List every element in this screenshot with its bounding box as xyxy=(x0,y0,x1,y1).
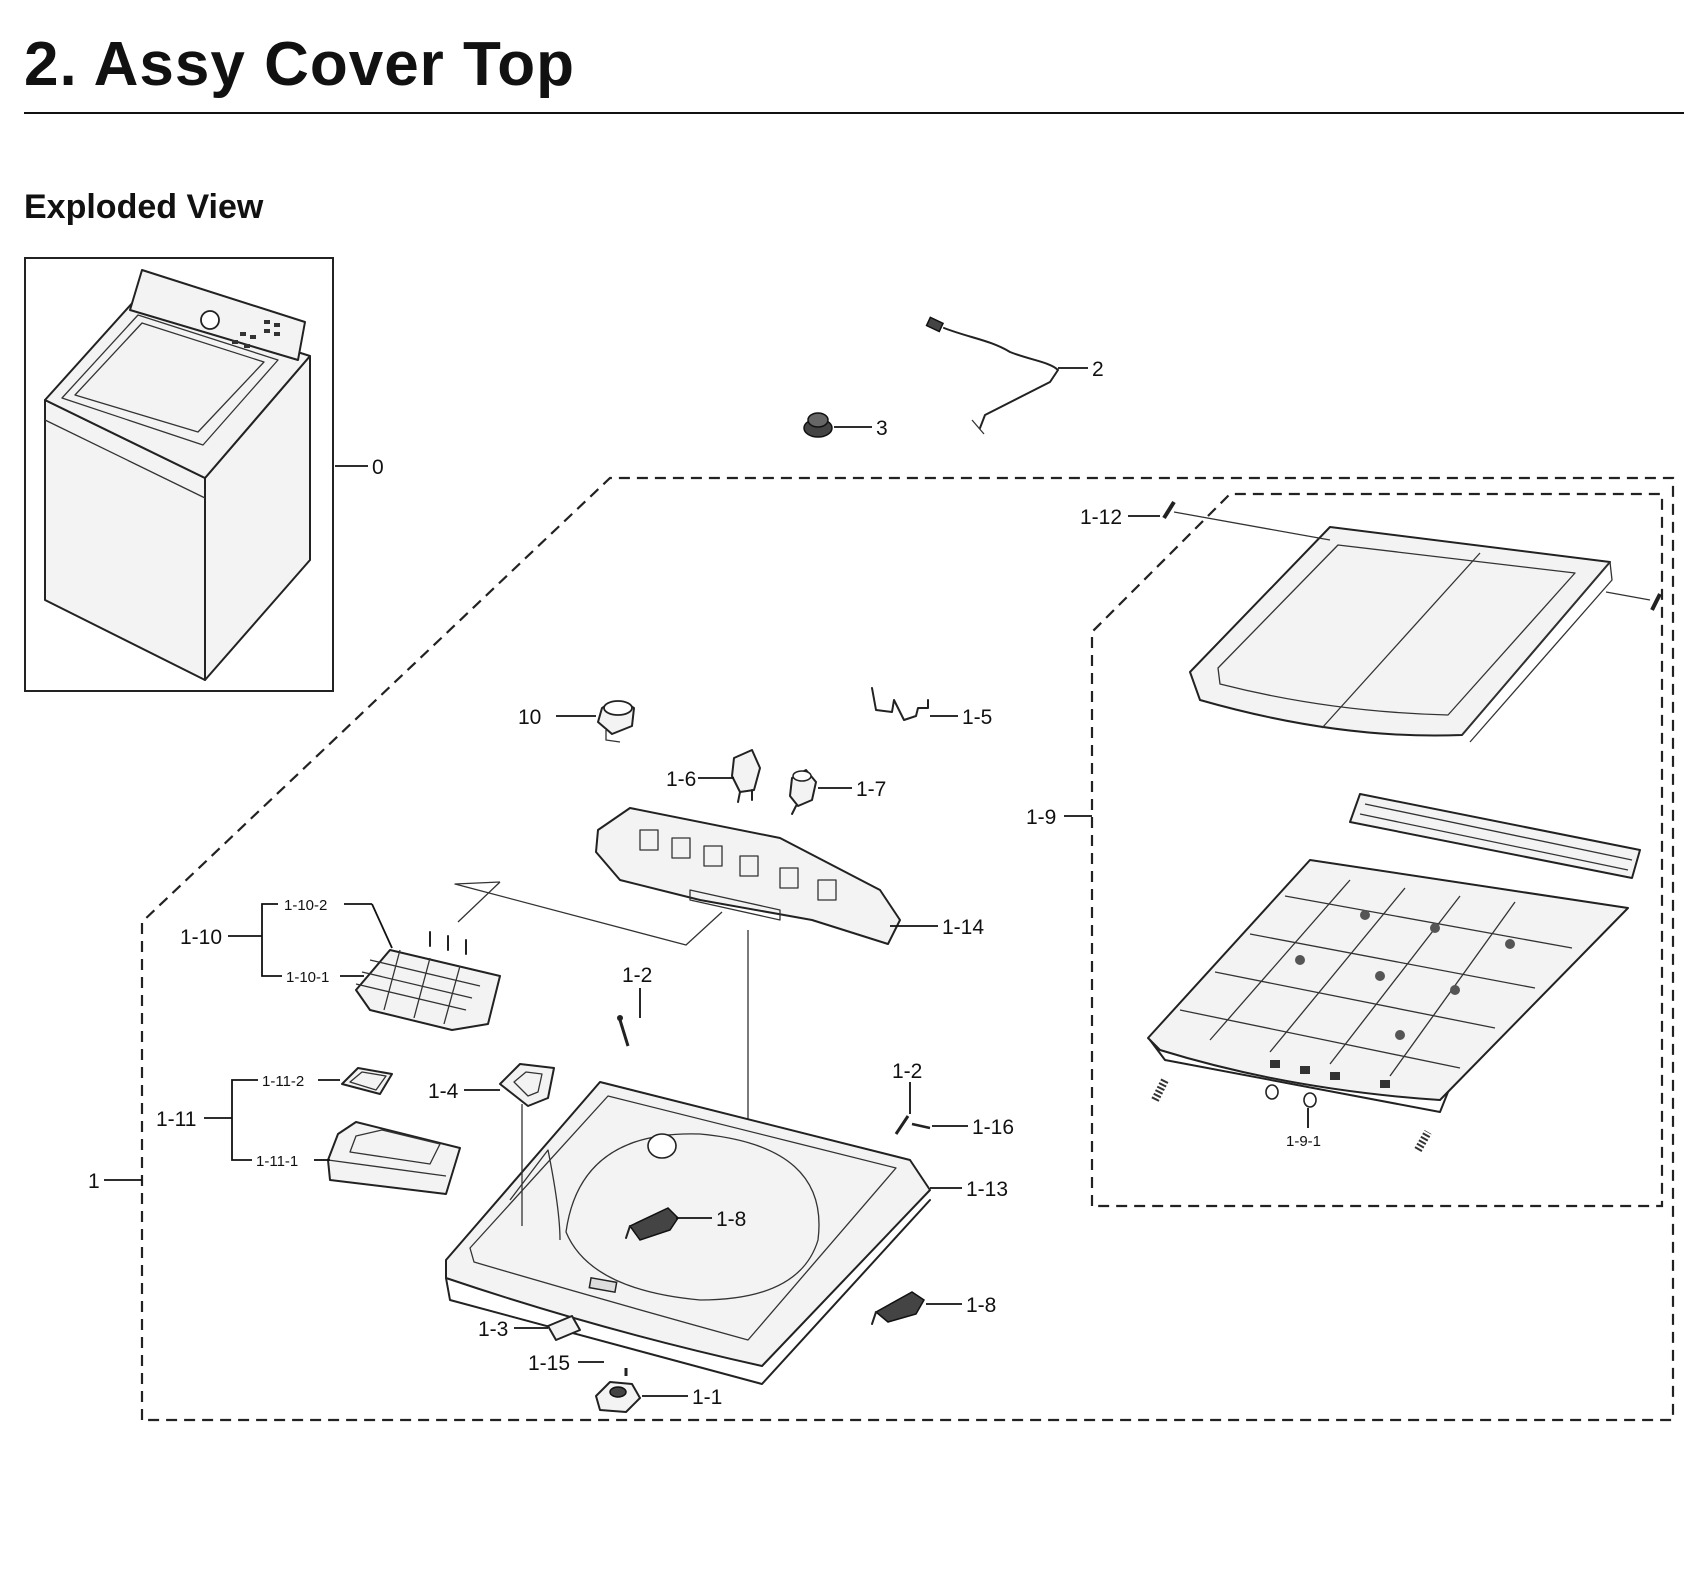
assembly-link-line-2 xyxy=(457,881,501,923)
power-cord xyxy=(925,316,1059,435)
lid-spring-left xyxy=(1151,1078,1169,1102)
screw-lower xyxy=(894,1082,911,1135)
callout-1-11: 1-11 xyxy=(156,1108,196,1131)
callout-1-12: 1-12 xyxy=(1080,506,1122,529)
callout-1-10-2: 1-10-2 xyxy=(284,897,327,914)
lid-spring-right xyxy=(1414,1130,1432,1152)
lid-bumper-1-9-1 xyxy=(1265,1084,1317,1128)
clip-part xyxy=(547,1315,581,1341)
bracket-1-10 xyxy=(228,903,393,977)
screw-upper xyxy=(617,1015,630,1047)
dispenser-cap-part xyxy=(597,700,635,743)
callout-1-8-outer: 1-8 xyxy=(966,1294,996,1317)
bolt-part xyxy=(911,1122,931,1130)
callout-0: 0 xyxy=(372,456,384,479)
detergent-dispenser-part xyxy=(355,931,501,1031)
washer-overview-inset xyxy=(24,257,334,692)
callout-1-3: 1-3 xyxy=(478,1318,508,1341)
callout-1-9: 1-9 xyxy=(1026,806,1056,829)
lid-assembly-boundary xyxy=(1090,492,1664,1208)
latch-part xyxy=(595,1381,641,1413)
bleach-cap-part xyxy=(499,1063,555,1226)
callout-1-5: 1-5 xyxy=(962,706,992,729)
lid-hinge-bar xyxy=(1349,793,1641,879)
title-underline xyxy=(24,112,1684,114)
callout-1-2-upper: 1-2 xyxy=(622,964,652,987)
callout-1-1: 1-1 xyxy=(692,1386,722,1409)
callout-1-13: 1-13 xyxy=(966,1178,1008,1201)
knob-part xyxy=(803,412,833,438)
page-title: 2. Assy Cover Top xyxy=(24,30,576,99)
hinge-pin-left xyxy=(1162,500,1331,541)
bracket-1-11 xyxy=(204,1079,340,1161)
callout-1-10: 1-10 xyxy=(180,926,222,949)
softener-drawer-part xyxy=(327,1121,461,1195)
section-subtitle: Exploded View xyxy=(24,188,264,226)
assembly-1-boundary xyxy=(140,476,1675,1422)
callout-10: 10 xyxy=(518,706,541,729)
callout-1-9-1: 1-9-1 xyxy=(1286,1133,1321,1150)
callout-1-10-1: 1-10-1 xyxy=(286,969,329,986)
bracket-wire-part xyxy=(871,687,929,721)
hinge-inner-part xyxy=(625,1207,679,1241)
callout-1-6: 1-6 xyxy=(666,768,696,791)
callout-1-11-1: 1-11-1 xyxy=(256,1153,298,1170)
assembly-link-line xyxy=(454,881,723,946)
hinge-outer-part xyxy=(871,1291,925,1325)
valve-part xyxy=(789,769,817,815)
glass-lid xyxy=(1189,526,1613,743)
callout-2: 2 xyxy=(1092,358,1104,381)
callout-1-4: 1-4 xyxy=(428,1080,459,1103)
lid-frame xyxy=(1147,859,1629,1113)
softener-cap-part xyxy=(341,1067,393,1095)
callout-1-16: 1-16 xyxy=(972,1116,1014,1139)
top-cover-part xyxy=(445,1081,931,1385)
callout-1-2-lower: 1-2 xyxy=(892,1060,922,1083)
callout-1-14: 1-14 xyxy=(942,916,984,939)
callout-1-15: 1-15 xyxy=(528,1352,570,1375)
callout-1: 1 xyxy=(88,1170,100,1193)
callout-1-11-2: 1-11-2 xyxy=(262,1073,304,1090)
lid-switch-part xyxy=(731,749,761,803)
hinge-pin-right xyxy=(1605,591,1662,611)
callout-1-7: 1-7 xyxy=(856,778,886,801)
back-housing-part xyxy=(595,807,901,945)
callout-1-8-inner: 1-8 xyxy=(716,1208,746,1231)
callout-3: 3 xyxy=(876,417,888,440)
